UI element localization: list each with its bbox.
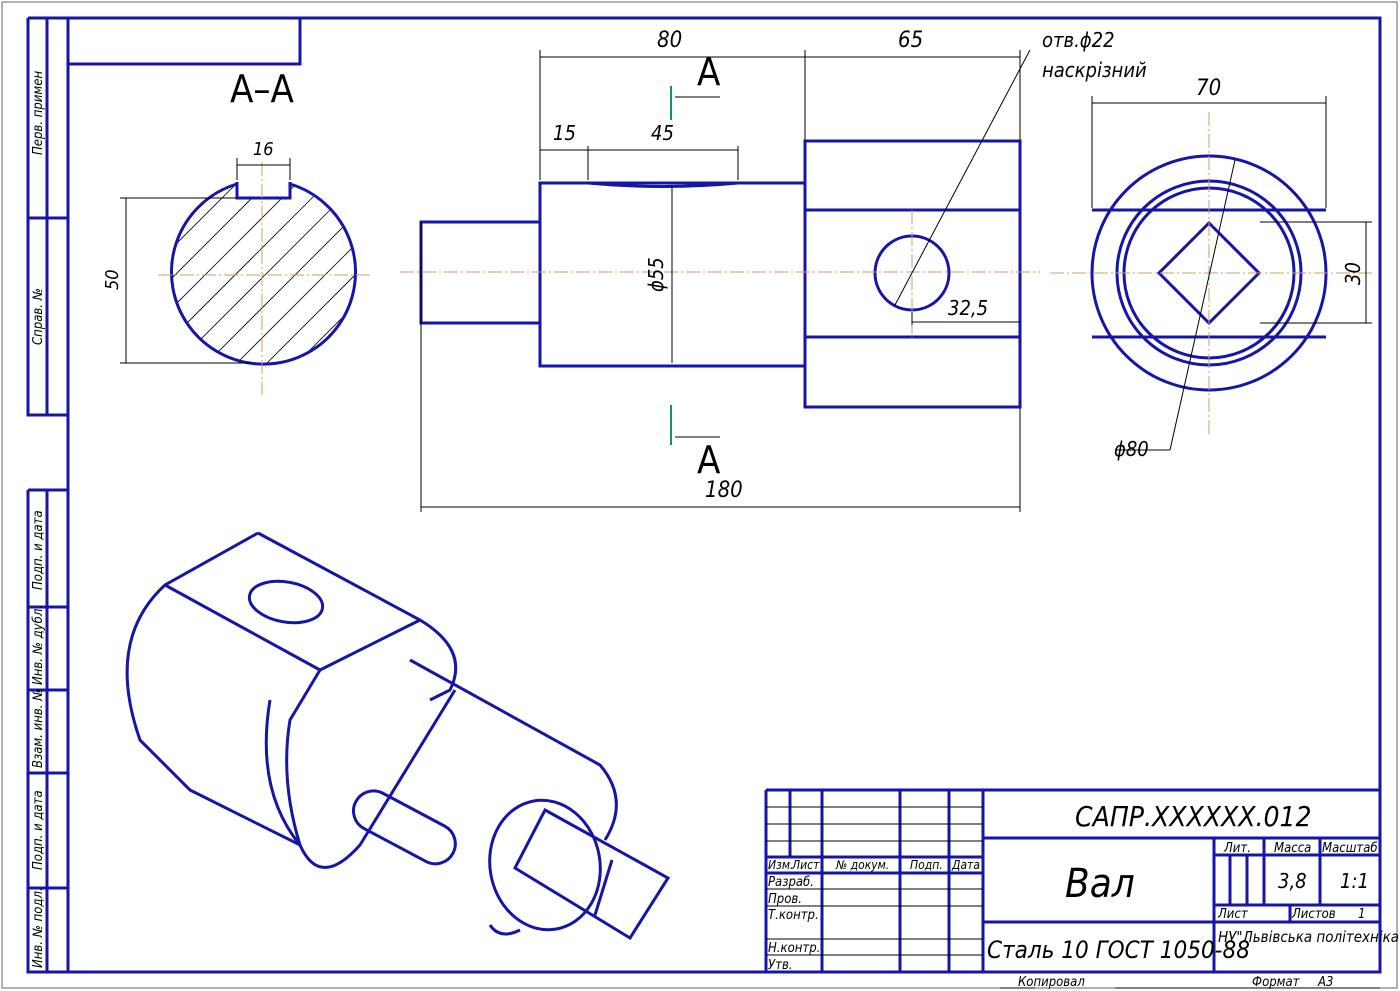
text-label: 15	[553, 121, 576, 145]
text-label: 70	[1196, 76, 1221, 101]
text-label: ϕ55	[644, 257, 668, 292]
text-label: Лист	[1217, 907, 1249, 922]
text-label: Листов	[1291, 907, 1336, 922]
text-label: № докум.	[835, 858, 889, 872]
cut-label: A	[697, 50, 721, 94]
text-label: Разраб.	[768, 875, 814, 890]
text-label: Лит.	[1223, 841, 1251, 856]
side-label: Подп. и дата	[31, 510, 46, 590]
text-label: Изм.	[768, 858, 793, 872]
drawing-frame	[66, 16, 1382, 974]
text-label: 65	[898, 28, 923, 53]
text-label: 1	[1358, 907, 1365, 922]
text-label: 1:1	[1340, 869, 1369, 893]
dim-label: 16	[253, 139, 274, 160]
text-label: 30	[1341, 262, 1365, 285]
text-label: А3	[1317, 975, 1333, 990]
front-view: 80 65 отв.ϕ22 наскрізний 15 45 ϕ55 32,5 …	[400, 28, 1147, 512]
section-title: A–A	[230, 67, 294, 111]
text-label: Лист	[791, 858, 820, 872]
text-label: САПР.XXXXXX.012	[1075, 800, 1312, 833]
side-label: Справ. №	[31, 288, 46, 345]
top-left-box	[68, 18, 302, 66]
text-label: Утв.	[768, 958, 793, 973]
text-label: 32,5	[948, 296, 988, 320]
side-view: 70 30 ϕ80	[1050, 76, 1375, 461]
text-label: Вал	[1065, 861, 1135, 907]
side-label: Перв. примен	[31, 71, 46, 155]
title-block: САПР.XXXXXX.012 Вал Сталь 10 ГОСТ 1050-8…	[764, 788, 1400, 990]
side-label: Взам. инв. №	[31, 689, 46, 768]
text-label: Масштаб	[1322, 841, 1378, 856]
text-label: Формат	[1252, 975, 1301, 990]
text-label: 180	[705, 478, 743, 503]
text-label: 80	[657, 28, 682, 53]
text-label: 3,8	[1278, 869, 1307, 893]
text-label: Копировал	[1018, 975, 1085, 990]
text-label: НУ"Львівська політехніка"	[1218, 928, 1400, 946]
text-label: Н.контр.	[768, 941, 820, 956]
dim-label: 50	[102, 269, 123, 290]
text-label: Подп.	[910, 858, 943, 872]
text-label: отв.ϕ22	[1042, 28, 1115, 52]
text-label: Т.контр.	[768, 908, 819, 923]
text-label: 45	[651, 121, 674, 145]
text-label: наскрізний	[1042, 58, 1147, 82]
side-label: Инв. № дубл.	[31, 605, 46, 685]
section-view: A–A 16 50	[102, 67, 370, 395]
text-label: Дата	[951, 858, 980, 872]
isometric-view	[125, 531, 671, 941]
text-label: Пров.	[768, 892, 802, 907]
text-label: ϕ80	[1114, 437, 1149, 461]
left-strip: Перв. примен Справ. № Подп. и дата Инв. …	[26, 16, 68, 974]
cut-label: A	[697, 438, 721, 482]
side-label: Инв. № подл.	[31, 887, 46, 968]
text-label: Масса	[1274, 841, 1311, 856]
side-label: Подп. и дата	[31, 790, 46, 870]
text-label: Сталь 10 ГОСТ 1050-88	[987, 936, 1250, 964]
